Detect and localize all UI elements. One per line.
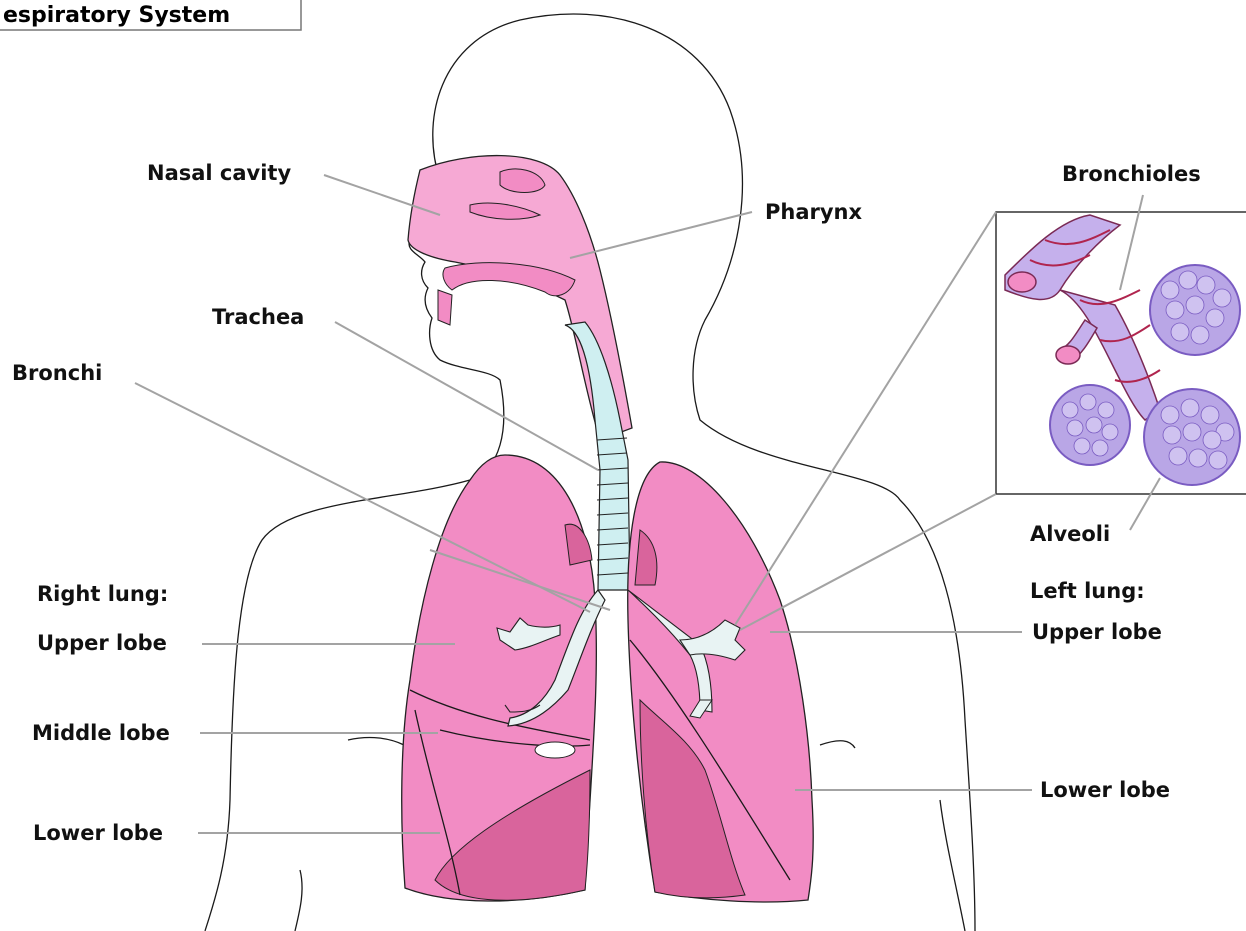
label-left-lung: Left lung: [1030,579,1145,603]
label-nasal-cavity: Nasal cavity [147,161,291,185]
label-right-middle-lobe: Middle lobe [32,721,170,745]
label-alveoli: Alveoli [1030,522,1110,546]
label-left-lower-lobe: Lower lobe [1040,778,1170,802]
label-right-lower-lobe: Lower lobe [33,821,163,845]
label-trachea: Trachea [212,305,304,329]
label-right-lung: Right lung: [37,582,168,606]
bronchioles-inset [996,212,1246,494]
title-box: espiratory System [0,0,301,30]
label-left-upper-lobe: Upper lobe [1032,620,1162,644]
label-pharynx: Pharynx [765,200,863,224]
left-lung-shape [628,462,813,902]
title: espiratory System [3,3,230,28]
label-bronchioles: Bronchioles [1062,162,1201,186]
label-right-upper-lobe: Upper lobe [37,631,167,655]
label-bronchi: Bronchi [12,361,102,385]
